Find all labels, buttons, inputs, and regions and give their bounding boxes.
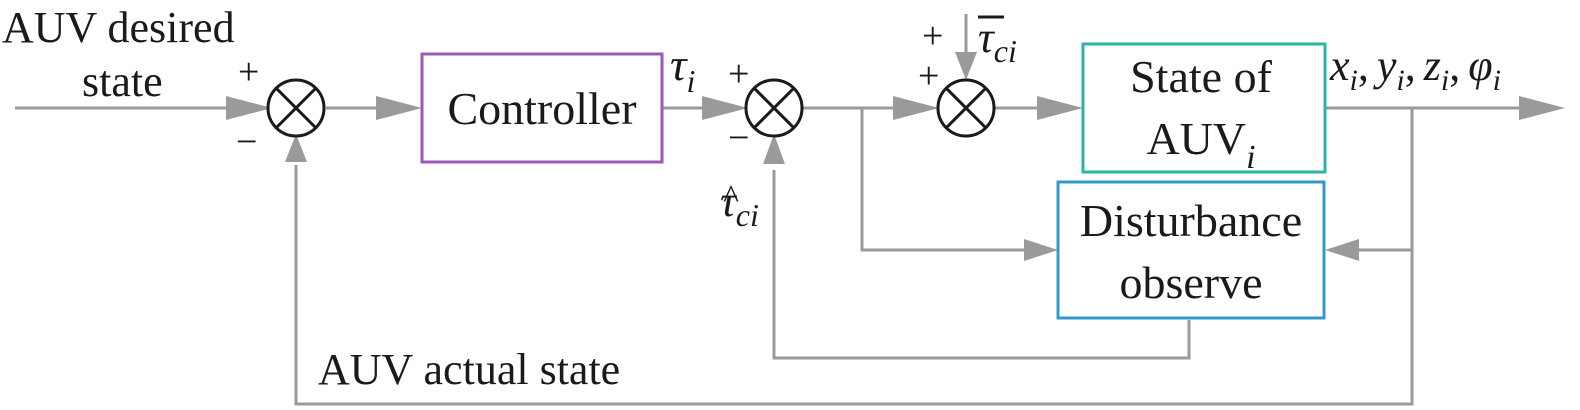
arrow-estimate-into-sj2 bbox=[763, 134, 785, 164]
sj3-plus-left-sign: + bbox=[918, 55, 939, 97]
arrow-into-observer-right bbox=[1325, 239, 1359, 261]
signal-wires bbox=[15, 14, 1525, 406]
arrow-into-sj3 bbox=[893, 96, 939, 120]
sj1-minus-sign: − bbox=[236, 121, 257, 163]
arrow-into-controller bbox=[376, 96, 422, 120]
tau-bar-disturbance-label: τci bbox=[978, 13, 1017, 69]
arrow-disturbance-into-sj3 bbox=[955, 52, 977, 80]
desired-state-label-line2: state bbox=[82, 57, 163, 106]
observer-label-line1: Disturbance bbox=[1080, 195, 1302, 246]
auv-state-block bbox=[1081, 42, 1327, 174]
output-states-label: xi,yi,zi,φi bbox=[1329, 41, 1501, 97]
tau-i-label: τi bbox=[670, 39, 695, 99]
arrow-feedback-into-sj1 bbox=[285, 134, 307, 162]
svg-text:τci: τci bbox=[978, 13, 1017, 69]
output-to-observer-wire bbox=[1358, 108, 1414, 252]
sj3-plus-top-sign: + bbox=[922, 15, 943, 57]
state-label-line2: AUVi bbox=[1146, 113, 1255, 176]
sj2-minus-sign: − bbox=[728, 117, 749, 159]
controller-label: Controller bbox=[447, 83, 636, 134]
sj1-plus-sign: + bbox=[238, 51, 259, 93]
actual-state-feedback-wire bbox=[294, 165, 1414, 406]
observer-estimate-wire bbox=[772, 170, 1191, 360]
summing-junction-3 bbox=[936, 78, 996, 138]
arrow-output bbox=[1519, 96, 1565, 120]
tau-hat-estimate-label: ^ τci bbox=[720, 177, 759, 233]
arrow-into-observer-left bbox=[1024, 239, 1058, 261]
arrowheads bbox=[226, 52, 1565, 261]
observer-label-line2: observe bbox=[1119, 257, 1262, 308]
desired-state-label-line1: AUV desired bbox=[2, 3, 235, 52]
arrow-into-sj2 bbox=[702, 96, 748, 120]
arrow-into-state bbox=[1037, 96, 1083, 120]
sj2-plus-sign: + bbox=[728, 53, 749, 95]
disturbance-observer-block bbox=[1056, 180, 1326, 320]
arrow-into-sj1 bbox=[226, 96, 272, 120]
summing-junction-1 bbox=[266, 78, 326, 138]
summing-junction-2 bbox=[744, 78, 804, 138]
state-label-line1: State of bbox=[1130, 51, 1272, 102]
svg-text:^: ^ bbox=[723, 179, 739, 216]
branch-to-observer-wire bbox=[860, 108, 1025, 252]
actual-state-label: AUV actual state bbox=[318, 345, 620, 394]
svg-text:τci: τci bbox=[720, 177, 759, 233]
controller-block bbox=[420, 52, 664, 164]
